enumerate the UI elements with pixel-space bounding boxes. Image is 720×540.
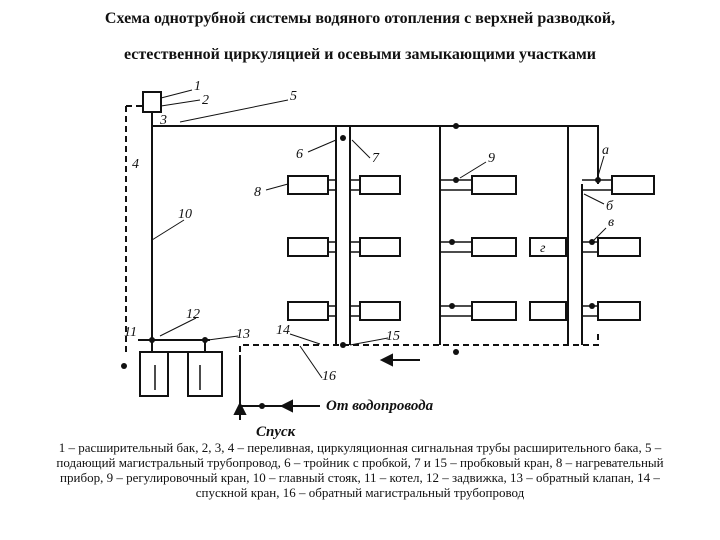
- radiator: [359, 237, 401, 257]
- leader-line: [289, 333, 321, 345]
- radiator: [597, 237, 641, 257]
- label-13: 13: [236, 327, 250, 342]
- label-6: 6: [296, 147, 303, 162]
- radiator: [359, 301, 401, 321]
- label-v: в: [608, 215, 614, 230]
- radiator: [471, 175, 517, 195]
- label-12: 12: [186, 307, 200, 322]
- check-valve-icon: [202, 337, 208, 343]
- leader-line: [583, 193, 605, 205]
- label-5: 5: [290, 89, 297, 104]
- label-g: г: [540, 241, 546, 256]
- regulating-valve-icon: [589, 239, 595, 245]
- regulating-valve-icon: [595, 177, 601, 183]
- label-11: 11: [124, 325, 137, 340]
- connection-pipes: [328, 179, 360, 191]
- plug-valve-icon: [340, 342, 346, 348]
- leader-line: [459, 161, 487, 179]
- label-b: б: [606, 199, 614, 214]
- plug-valve-icon: [340, 135, 346, 141]
- radiator: [287, 301, 329, 321]
- valve-icon: [259, 403, 265, 409]
- radiator: [597, 301, 641, 321]
- radiator: [611, 175, 655, 195]
- boiler-left: [139, 351, 169, 397]
- label-8: 8: [254, 185, 261, 200]
- water-supply-line: [239, 355, 320, 407]
- label-15: 15: [386, 329, 400, 344]
- connection-pipes: [566, 241, 568, 317]
- diagram-caption: 1 – расширительный бак, 2, 3, 4 – перели…: [56, 440, 664, 500]
- label-16: 16: [322, 369, 336, 384]
- label-7: 7: [372, 151, 380, 166]
- connection-pipes: [328, 241, 360, 253]
- radiator: [529, 237, 567, 257]
- leader-line: [299, 345, 323, 379]
- regulating-valve-icon: [449, 239, 455, 245]
- label-10: 10: [178, 207, 192, 222]
- connection-pipes: [328, 305, 360, 317]
- diagram-title-line1: Схема однотрубной системы водяного отопл…: [104, 10, 616, 27]
- label-1: 1: [194, 80, 201, 94]
- leader-line: [349, 337, 389, 346]
- regulating-valve-icon: [449, 303, 455, 309]
- leader-line: [179, 99, 289, 123]
- radiator: [471, 237, 517, 257]
- label-3: 3: [159, 113, 167, 128]
- label-2: 2: [202, 93, 209, 108]
- leader-line: [307, 139, 337, 153]
- radiator: [471, 301, 517, 321]
- regulating-valve-icon: [453, 177, 459, 183]
- leader-line: [597, 155, 605, 177]
- leader-line: [265, 183, 289, 191]
- overflow-pipe-dashed: [125, 105, 143, 352]
- label-14: 14: [276, 323, 290, 338]
- return-main-dashed: [239, 330, 599, 352]
- label-4: 4: [132, 157, 139, 172]
- valve-icon: [453, 123, 459, 129]
- leader-line: [151, 219, 185, 241]
- radiator: [287, 175, 329, 195]
- water-supply-label: От водопровода: [326, 398, 434, 414]
- label-9: 9: [488, 151, 495, 166]
- drain-valve-icon: [121, 363, 127, 369]
- gate-valve-icon: [149, 337, 155, 343]
- drain-label: Спуск: [256, 424, 296, 440]
- arrow-left-icon: [379, 353, 393, 367]
- arrow-up-icon: [233, 401, 247, 415]
- leader-line: [159, 317, 197, 337]
- leader-line: [160, 99, 201, 107]
- diagram-title-line2: естественной циркуляцией и осевыми замык…: [123, 46, 597, 63]
- expansion-tank: [142, 91, 162, 113]
- leader-line: [351, 139, 371, 159]
- boiler-piping: [138, 330, 210, 353]
- regulating-valve-icon: [589, 303, 595, 309]
- heating-system-diagram: 1 2 3 4 5 6 7 8 9 10 11 12 13 14 15 16 а…: [121, 80, 655, 440]
- valve-icon: [453, 349, 459, 355]
- leader-line: [207, 335, 239, 341]
- radiator: [287, 237, 329, 257]
- label-a: а: [602, 143, 609, 158]
- radiator: [529, 301, 567, 321]
- leader-line: [593, 227, 607, 241]
- supply-main-line: [151, 112, 599, 184]
- radiator: [359, 175, 401, 195]
- arrow-left-icon: [279, 399, 293, 413]
- leader-line: [160, 89, 193, 99]
- boiler-right: [187, 351, 223, 397]
- connection-pipes: [440, 179, 472, 317]
